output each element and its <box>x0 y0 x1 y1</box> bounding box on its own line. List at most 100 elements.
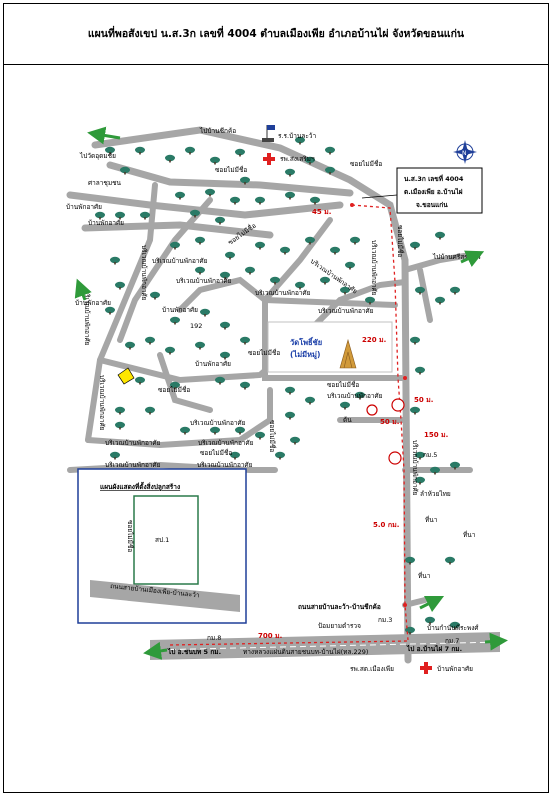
tree-icon <box>235 148 245 156</box>
tree-trunk <box>334 252 336 255</box>
tree-trunk <box>219 222 221 225</box>
route-point <box>403 376 407 380</box>
temple-area: วัดโพธิ์ชัย (ไม่มีหมู่) <box>267 321 393 373</box>
tree-trunk <box>419 292 421 295</box>
tree-icon <box>290 436 300 444</box>
tree-trunk <box>114 457 116 460</box>
tree-icon <box>185 146 195 154</box>
label: ที่นา <box>425 515 438 524</box>
tree-icon <box>110 451 120 459</box>
building-layout-inset: แผนผังแสดงที่ตั้งสิ่งปลูกสร้าง สป.1 ซอยไ… <box>77 468 247 624</box>
tree-trunk <box>419 482 421 485</box>
tree-trunk <box>119 287 121 290</box>
info-line-1: น.ส.3ก เลขที่ 4004 <box>404 173 464 183</box>
tree-icon <box>195 266 205 274</box>
label: บริเวณบ้านพักอาศัย <box>176 277 232 285</box>
tree-trunk <box>419 372 421 375</box>
tree-icon <box>270 276 280 284</box>
label: บ้านพักอาศัย <box>88 219 124 227</box>
label: บ้านกำนันพีระพงศ์ <box>427 624 479 632</box>
tree-trunk <box>149 342 151 345</box>
tree-icon <box>95 211 105 219</box>
label: บริเวณบ้านพักอาศัย <box>197 461 253 469</box>
tree-icon <box>285 168 295 176</box>
temple-subname: (ไม่มีหมู่) <box>290 349 320 360</box>
temple-plot <box>267 321 393 373</box>
tree-trunk <box>349 267 351 270</box>
label: บริเวณบ้านพักอาศัย <box>411 440 419 496</box>
tree-icon <box>120 166 130 174</box>
tree-icon <box>230 451 240 459</box>
tree-trunk <box>189 152 191 155</box>
tree-trunk <box>199 272 201 275</box>
arrow-icon <box>460 250 485 267</box>
label: บริเวณบ้านพักอาศัย <box>255 289 311 297</box>
tree-trunk <box>294 442 296 445</box>
label: บ้านพักอาศัย <box>162 306 198 314</box>
tree-trunk <box>344 292 346 295</box>
tree-trunk <box>144 217 146 220</box>
info-line-3: จ.ขอนแก่น <box>416 201 448 209</box>
road-segment <box>157 352 213 413</box>
tree-icon <box>165 346 175 354</box>
tree-trunk <box>409 562 411 565</box>
label: ซอยไม่มีชื่อ <box>215 165 247 174</box>
tree-icon <box>175 191 185 199</box>
tree-trunk <box>234 457 236 460</box>
road-segment <box>81 221 274 239</box>
tree-trunk <box>139 152 141 155</box>
label: บริเวณบ้านพักอาศัย <box>190 419 246 427</box>
tree-trunk <box>174 387 176 390</box>
label: บ้านพักอาศัย <box>195 360 231 368</box>
tree-icon <box>245 266 255 274</box>
inset-title: แผนผังแสดงที่ตั้งสิ่งปลูกสร้าง <box>100 481 180 492</box>
title-bar: แผนที่พอสังเขป น.ส.3ก เลขที่ 4004 ตำบลเม… <box>3 3 549 65</box>
road-segment <box>117 197 213 343</box>
school-label: ร.ร.บ้านละว้า <box>278 132 316 140</box>
tree-icon <box>340 401 350 409</box>
tree-trunk <box>314 202 316 205</box>
tree-trunk <box>199 242 201 245</box>
label: ลำห้วยไทย <box>420 490 451 498</box>
tree-icon <box>285 386 295 394</box>
tree-icon <box>305 396 315 404</box>
tree-icon <box>295 136 305 144</box>
tree-trunk <box>324 282 326 285</box>
road-segment <box>85 182 158 443</box>
label: 192 <box>190 322 202 330</box>
tree-icon <box>115 211 125 219</box>
label: ไป อ.ชนบท 5 กม. <box>167 647 221 656</box>
tree-trunk <box>199 347 201 350</box>
tree-trunk <box>129 347 131 350</box>
tree-icon <box>240 381 250 389</box>
tree-icon <box>410 241 420 249</box>
tree-trunk <box>309 402 311 405</box>
label: บริเวณบ้านพักอาศัย <box>370 240 378 296</box>
tree-icon <box>450 461 460 469</box>
tree-icon <box>210 156 220 164</box>
tree-trunk <box>214 432 216 435</box>
tree-icon <box>180 426 190 434</box>
tree-trunk <box>289 197 291 200</box>
temple-name: วัดโพธิ์ชัย <box>290 336 322 347</box>
hospital-cross-icon <box>420 662 432 674</box>
label: รพ.สต.เมืองเพีย <box>350 665 394 673</box>
tree-icon <box>240 176 250 184</box>
tree-trunk <box>179 197 181 200</box>
label: บริเวณบ้านพักอาศัย <box>105 461 161 469</box>
tree-trunk <box>369 302 371 305</box>
route-line-highway <box>169 640 409 646</box>
road-segment <box>262 297 408 381</box>
tree-icon <box>280 246 290 254</box>
tree-trunk <box>224 327 226 330</box>
tree-icon <box>240 336 250 344</box>
tree-icon <box>135 376 145 384</box>
arrow-icon <box>74 278 92 301</box>
tree-trunk <box>174 322 176 325</box>
tree-icon <box>145 406 155 414</box>
tree-trunk <box>244 342 246 345</box>
tree-trunk <box>274 282 276 285</box>
road-segment <box>85 387 273 449</box>
label: บริเวณบ้านพักอาศัย <box>152 257 208 265</box>
tree-trunk <box>429 622 431 625</box>
